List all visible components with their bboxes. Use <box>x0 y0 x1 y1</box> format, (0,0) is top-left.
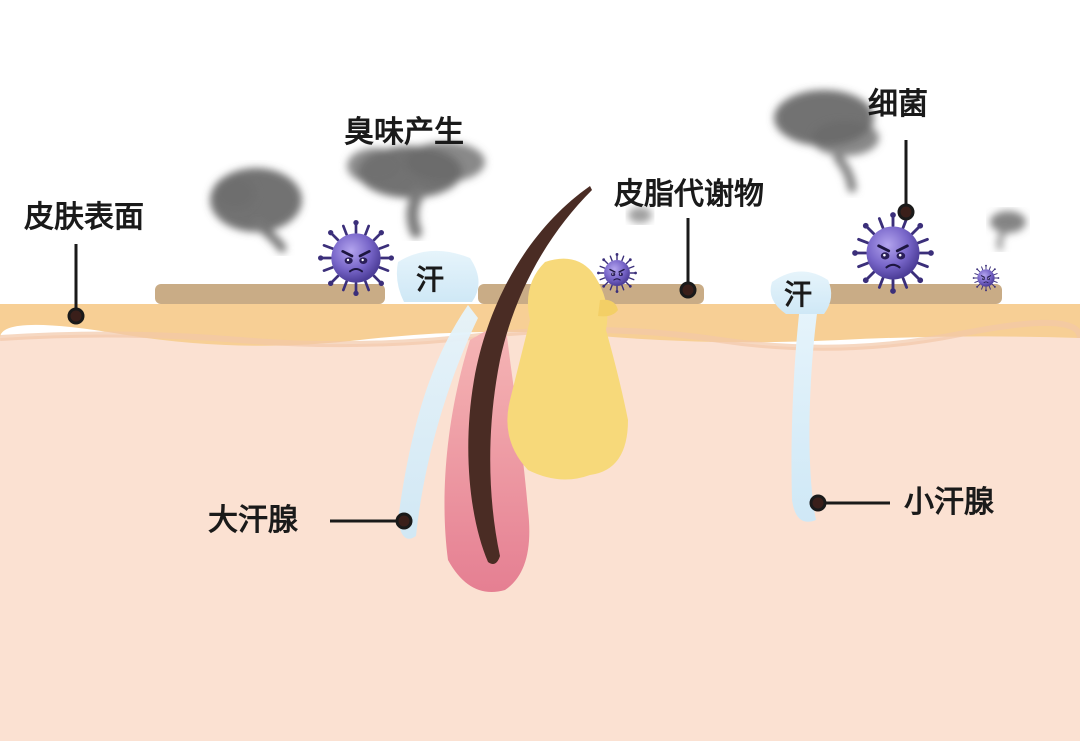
leader-dot-skin-surface <box>67 307 85 325</box>
surface-layer-left <box>155 284 385 304</box>
odor-smoke-icon <box>990 211 1026 251</box>
hair-icon <box>468 186 592 564</box>
label-apocrine-gland: 大汗腺 <box>208 503 298 538</box>
bacteria-icon <box>850 210 936 296</box>
odor-smoke-icon <box>347 142 485 238</box>
odor-smoke-icon <box>774 90 879 193</box>
label-sweat-right: 汗 <box>784 278 813 311</box>
dermis-layer <box>0 322 1080 741</box>
bacteria-icon <box>972 264 1000 292</box>
apocrine-gland-duct <box>398 305 478 539</box>
leader-dot-eccrine <box>809 494 827 512</box>
label-skin-surface: 皮肤表面 <box>24 200 144 235</box>
label-eccrine-gland: 小汗腺 <box>904 485 994 520</box>
surface-layer-right <box>820 284 1002 304</box>
label-odor: 臭味产生 <box>344 115 464 150</box>
bacteria-icon <box>316 218 396 298</box>
sebaceous-gland <box>507 258 628 480</box>
leader-dot-sebum <box>679 281 697 299</box>
odor-smoke-icon <box>628 207 652 223</box>
leader-dot-apocrine <box>395 512 413 530</box>
sweat-droplet-right <box>770 271 832 314</box>
leader-dot-bacteria <box>897 203 915 221</box>
label-sweat-left: 汗 <box>416 263 445 296</box>
label-bacteria: 细菌 <box>868 87 928 122</box>
bacteria-icon <box>596 252 638 294</box>
eccrine-gland-duct <box>791 305 818 522</box>
sweat-droplet-left <box>396 250 479 302</box>
sebum-droplet <box>598 299 618 317</box>
label-sebum: 皮脂代谢物 <box>614 177 764 212</box>
odor-smoke-icon <box>210 168 302 253</box>
